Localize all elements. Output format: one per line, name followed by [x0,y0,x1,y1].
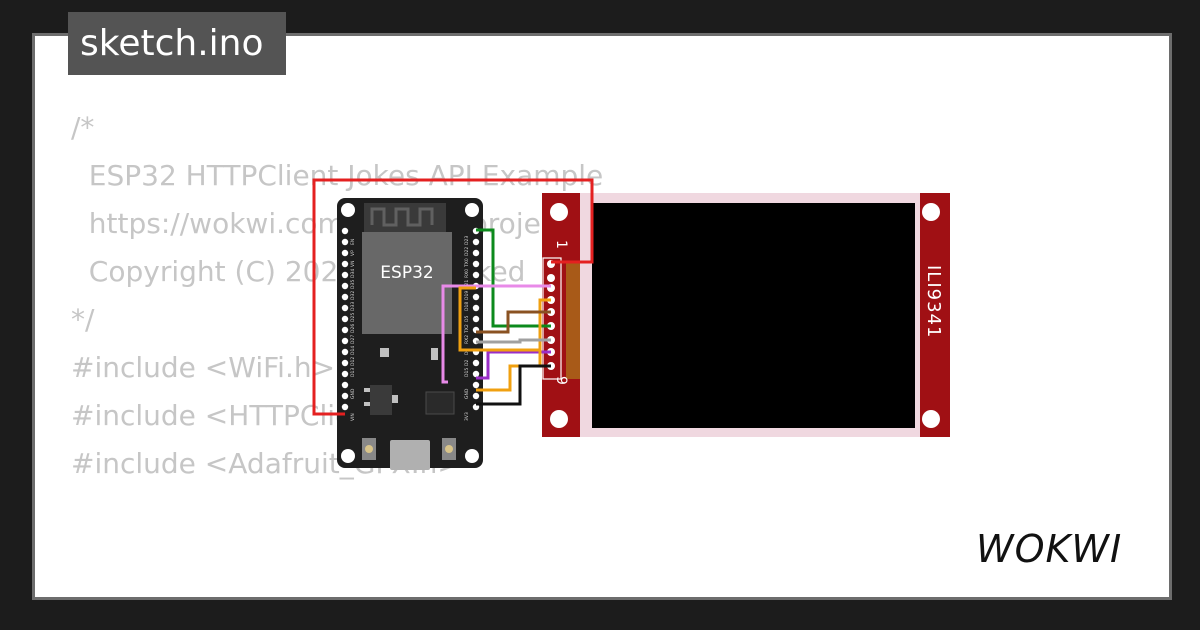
svg-text:D26: D26 [350,324,356,333]
wire-red[interactable] [312,178,594,416]
wire-gray[interactable] [476,338,551,344]
svg-text:TX2: TX2 [464,324,470,334]
svg-text:D21: D21 [464,280,470,289]
svg-text:D22: D22 [464,247,470,256]
svg-text:VP: VP [350,250,356,256]
esp32-board[interactable]: ESP32 EN VP VN D34 D35 D32 D33 D25 D26 D… [337,198,483,470]
sketch-preview-frame: /* ESP32 HTTPClient Jokes API Example ht… [32,33,1172,600]
svg-text:D5: D5 [464,316,470,322]
wire-green[interactable] [476,228,551,328]
display-screen [592,203,915,428]
code-line: ESP32 HTTPClient Jokes API Example [71,159,604,192]
svg-text:GND: GND [464,388,470,399]
esp32-right-pin-labels: D23 D22 TX0 RX0 D21 D19 D18 D5 TX2 RX2 D… [464,236,470,421]
svg-text:D25: D25 [350,313,356,322]
usb-port [390,440,430,470]
svg-text:D35: D35 [350,280,356,289]
code-line: /* [71,111,95,144]
svg-text:D18: D18 [464,302,470,311]
svg-text:GND: GND [350,388,356,399]
svg-text:VN: VN [350,261,356,267]
esp32-right-pins [472,227,480,411]
svg-text:D33: D33 [350,302,356,311]
display-label: ILI9341 [923,265,944,338]
svg-text:D2: D2 [464,360,470,366]
wokwi-logo: WOKWI [976,527,1122,571]
esp32-left-pins [341,227,349,411]
svg-text:D34: D34 [350,269,356,278]
esp32-label: ESP32 [380,263,433,283]
svg-text:D4: D4 [464,349,470,355]
sketch-title-tab[interactable]: sketch.ino [68,12,286,75]
svg-text:D27: D27 [350,335,356,344]
wire-pink[interactable] [441,284,551,384]
wokwi-logo-text: WOKWI [976,527,1122,571]
svg-text:D12: D12 [350,357,356,366]
svg-text:RX2: RX2 [464,335,470,344]
svg-text:D14: D14 [350,346,356,355]
wire-violet[interactable] [476,350,551,380]
esp32-left-pin-labels: EN VP VN D34 D35 D32 D33 D25 D26 D27 D14… [350,239,356,421]
svg-text:TX0: TX0 [464,258,470,268]
svg-text:D23: D23 [464,236,470,245]
display-pin-label-last: 9 [553,376,569,385]
ili9341-display[interactable]: 1 9 ILI9341 [542,193,950,437]
svg-text:D19: D19 [464,291,470,300]
svg-text:D15: D15 [464,368,470,377]
wires [312,178,594,416]
svg-text:D32: D32 [350,291,356,300]
svg-text:3V3: 3V3 [464,412,470,421]
display-pin-label-first: 1 [553,240,569,249]
svg-text:EN: EN [350,239,356,245]
code-line: */ [71,303,95,336]
wire-black[interactable] [476,364,551,406]
svg-text:D13: D13 [350,368,356,377]
svg-text:RX0: RX0 [464,269,470,278]
svg-text:VIN: VIN [350,413,356,421]
wire-brown[interactable] [476,310,551,334]
